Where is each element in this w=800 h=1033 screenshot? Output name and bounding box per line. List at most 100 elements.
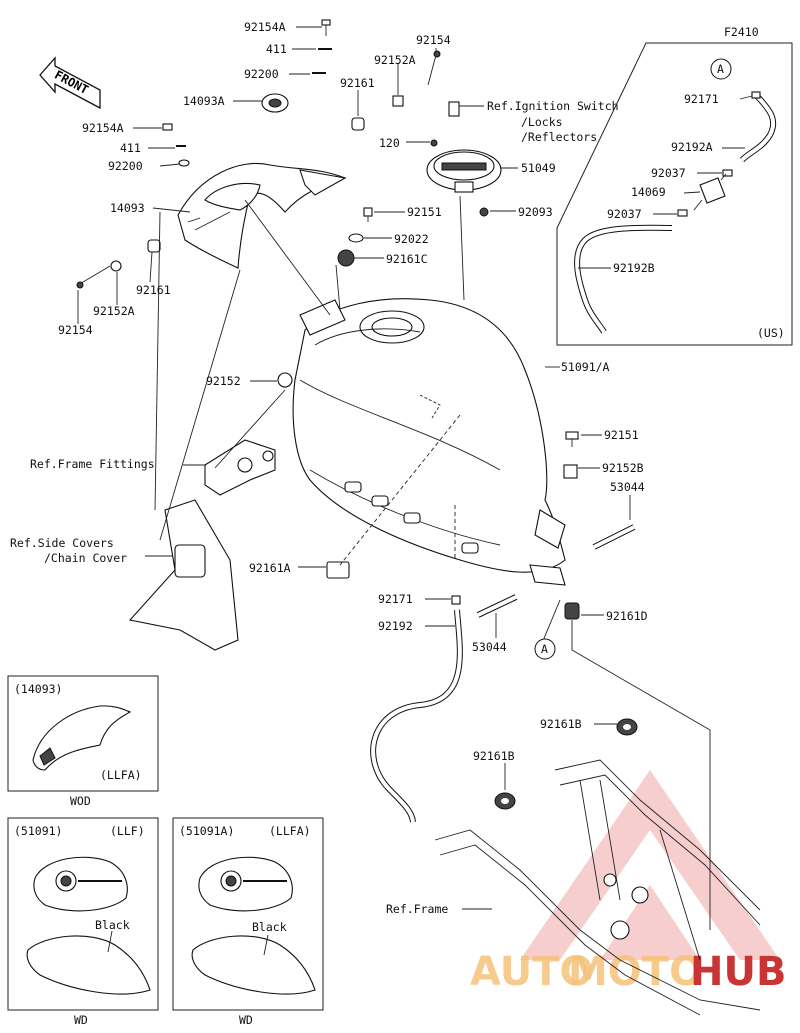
inset-51091-variant: (LLF): [110, 824, 145, 838]
watermark-hub: HUB: [690, 949, 786, 995]
us-label-14069: 14069: [631, 185, 666, 199]
label-92022: 92022: [394, 232, 429, 246]
inset-14093-caption: WOD: [70, 794, 91, 808]
inset-51091A-part: (51091A): [179, 824, 234, 838]
hose-92192: [370, 609, 463, 823]
label-ref-reflectors: /Reflectors: [521, 130, 597, 144]
diagram-code: F2410: [724, 25, 759, 39]
washer-92022: [348, 233, 364, 243]
us-inset-box: A 92171 92192A 92037 14069 92037 92192B …: [556, 42, 793, 346]
fuel-filter-14069: [693, 173, 727, 211]
cover-14093: [177, 163, 347, 269]
label-92154A-left: 92154A: [82, 121, 124, 135]
part-labels: 92154A 411 92200 14093A 92154A 411 92200…: [10, 20, 648, 916]
label-ref-chain-cover: /Chain Cover: [44, 551, 127, 565]
watermark-logo: [520, 770, 780, 960]
washer-92093: [479, 207, 489, 217]
label-51049: 51049: [521, 161, 556, 175]
screw-120: [430, 139, 438, 147]
label-92200-top: 92200: [244, 67, 279, 81]
label-ref-locks: /Locks: [521, 115, 563, 129]
bolt-92154-top: [427, 50, 441, 86]
leader-lines: [77, 26, 711, 930]
collar-92152A-left: [110, 260, 122, 272]
inset-51091-color: Black: [95, 918, 130, 932]
bolt-92151-top: [363, 207, 373, 222]
us-label-92192A: 92192A: [671, 140, 713, 154]
label-53044-mid: 53044: [472, 640, 507, 654]
fuel-tank-51091A: [292, 298, 566, 586]
pin-53044-right: [592, 524, 636, 550]
clip-92200-left: [178, 159, 190, 167]
label-92152A-top: 92152A: [374, 53, 416, 67]
us-label-92171: 92171: [684, 92, 719, 106]
label-92200-left: 92200: [108, 159, 143, 173]
side-covers-ref: [128, 499, 239, 651]
inset-51091A-llfa: (51091A) (LLFA) Black WD: [172, 817, 324, 1027]
label-ref-frame-fittings: Ref.Frame Fittings: [30, 457, 155, 471]
label-120: 120: [379, 136, 400, 150]
bolt-92154A-left: [162, 123, 173, 131]
pin-53044-mid: [476, 594, 518, 618]
watermark-auto: AUTO: [470, 949, 594, 995]
label-92152: 92152: [206, 374, 241, 388]
clamp-92171-mid: [451, 595, 461, 605]
grommet-92161C: [337, 249, 355, 267]
label-14093A: 14093A: [183, 94, 225, 108]
inset-14093-llfa: (14093) (LLFA) WOD: [7, 675, 159, 808]
grommet-92161D: [564, 602, 580, 620]
label-92161A: 92161A: [249, 561, 291, 575]
label-92151-top: 92151: [407, 205, 442, 219]
collar-92152B: [563, 464, 578, 479]
us-label-92192B: 92192B: [613, 261, 655, 275]
label-411-top: 411: [266, 42, 287, 56]
pad-92161A: [326, 561, 350, 579]
label-92192-mid: 92192: [378, 619, 413, 633]
key-cylinder-ref: [448, 101, 460, 117]
label-92151-right: 92151: [604, 428, 639, 442]
inset-14093-variant: (LLFA): [100, 768, 142, 782]
grommet-92161B-left: [494, 792, 516, 810]
label-ref-ignition: Ref.Ignition Switch: [487, 99, 619, 113]
callout-A-main-label: A: [541, 642, 548, 656]
watermark-text: AUTO MOTO HUB: [470, 949, 786, 995]
inset-51091A-variant: (LLFA): [269, 824, 311, 838]
label-411-left: 411: [120, 141, 141, 155]
label-92152B: 92152B: [602, 461, 644, 475]
cover-14093-trim: [299, 169, 347, 196]
callout-A-main: A: [534, 638, 556, 660]
inset-51091-caption: WD: [74, 1013, 88, 1027]
label-51091A: 51091/A: [561, 360, 610, 374]
inset-51091-llf: (51091) (LLF) Black WD: [7, 817, 159, 1027]
label-92093: 92093: [518, 205, 553, 219]
label-92154-left: 92154: [58, 323, 93, 337]
us-callout-A: A: [717, 62, 724, 76]
label-ref-side-covers: Ref.Side Covers: [10, 536, 114, 550]
watermark-moto: MOTO: [568, 949, 703, 995]
us-label-92037-b: 92037: [607, 207, 642, 221]
label-92152A-left: 92152A: [93, 304, 135, 318]
inset-51091A-caption: WD: [239, 1013, 253, 1027]
bolt-92151-right: [565, 431, 579, 447]
us-label-region: (US): [757, 326, 785, 340]
label-ref-frame: Ref.Frame: [386, 902, 448, 916]
inset-51091A-color: Black: [252, 920, 287, 934]
frame-ref: [434, 759, 761, 1016]
label-92171-mid: 92171: [378, 592, 413, 606]
us-label-92037-a: 92037: [651, 166, 686, 180]
bolt-92154-left: [76, 265, 111, 289]
collar-92152A-top: [392, 95, 404, 107]
grommet-92161B-right: [616, 718, 638, 736]
label-92154A-top: 92154A: [244, 20, 286, 34]
label-92154-top: 92154: [416, 33, 451, 47]
label-53044-right: 53044: [610, 480, 645, 494]
grommet-92161-left: [147, 239, 161, 253]
grommet-14093A: [261, 93, 289, 113]
inset-14093-part: (14093): [14, 682, 62, 696]
frame-fittings-ref: [204, 439, 276, 496]
label-92161C: 92161C: [386, 252, 428, 266]
cap-51049: [426, 149, 502, 193]
inset-51091-part: (51091): [14, 824, 62, 838]
label-92161D: 92161D: [606, 609, 648, 623]
